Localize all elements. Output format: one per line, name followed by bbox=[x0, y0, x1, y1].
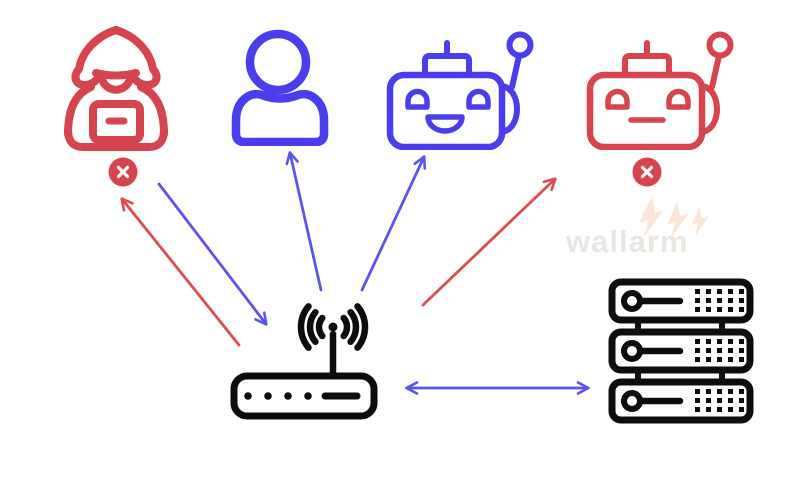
node-good-bot bbox=[385, 30, 535, 151]
watermark-text: wallarm bbox=[566, 224, 689, 259]
neutral-robot-icon bbox=[586, 31, 734, 151]
node-user bbox=[228, 28, 332, 147]
blocked-x-icon bbox=[632, 157, 662, 187]
wallarm-lightning-icon bbox=[639, 196, 709, 238]
node-hacker bbox=[60, 24, 172, 156]
node-router bbox=[228, 282, 380, 422]
arrow-hacker-to-router bbox=[157, 182, 268, 326]
happy-robot-icon bbox=[386, 31, 534, 151]
blocked-x-icon bbox=[108, 157, 138, 187]
arrow-router-to-good-bot bbox=[360, 155, 427, 292]
arrow-router-to-user bbox=[285, 151, 323, 292]
arrow-router-to-hacker bbox=[120, 197, 241, 347]
wallarm-watermark: wallarm bbox=[560, 188, 770, 268]
user-icon bbox=[231, 29, 329, 147]
hacker-blocked-badge bbox=[108, 157, 138, 187]
node-bad-bot bbox=[585, 30, 735, 151]
hacker-icon bbox=[64, 26, 168, 151]
bad-bot-blocked-badge bbox=[632, 157, 662, 187]
arrow-router-to-bad-bot bbox=[421, 177, 557, 307]
node-server bbox=[608, 278, 754, 424]
wifi-router-icon bbox=[230, 303, 378, 420]
server-rack-icon bbox=[608, 278, 754, 424]
